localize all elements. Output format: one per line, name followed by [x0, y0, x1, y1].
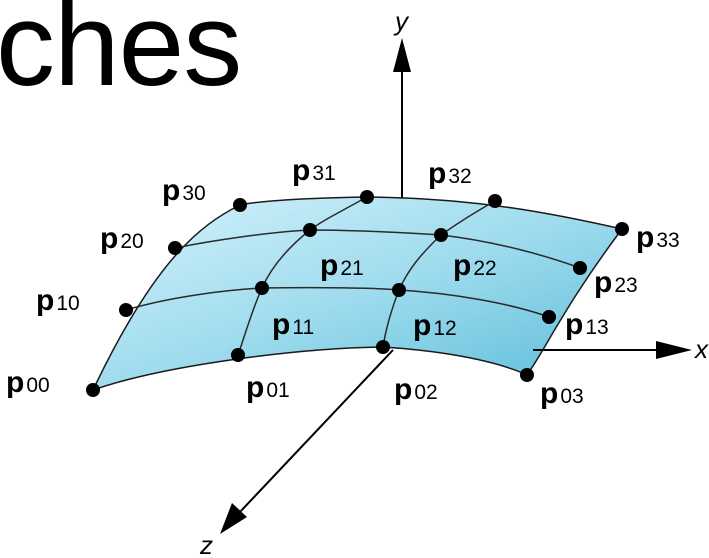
- surface-grid-line: [382, 200, 496, 348]
- control-point-label-20: p20: [100, 222, 144, 255]
- y-axis-label: y: [393, 6, 410, 36]
- control-point-label-33: p33: [636, 221, 680, 254]
- control-point-30: [233, 198, 247, 212]
- control-point-01: [231, 348, 245, 362]
- surface-grid-line: [237, 196, 368, 356]
- control-point-22: [434, 228, 448, 242]
- control-point-label-02: p02: [394, 373, 438, 406]
- control-point-21: [303, 223, 317, 237]
- bezier-surface: [91, 196, 624, 392]
- z-axis-label: z: [199, 530, 213, 558]
- control-point-03: [520, 368, 534, 382]
- control-point-33: [615, 222, 629, 236]
- control-point-32: [488, 194, 502, 208]
- x-axis-label: x: [693, 334, 709, 364]
- control-point-00: [86, 383, 100, 397]
- control-point-13: [542, 310, 556, 324]
- control-point-label-12: p12: [413, 309, 457, 342]
- control-point-label-01: p01: [246, 371, 290, 404]
- control-point-label-13: p13: [565, 308, 609, 341]
- control-point-label-31: p31: [292, 154, 336, 187]
- control-point-label-21: p21: [320, 249, 364, 282]
- control-point-label-23: p23: [594, 266, 638, 299]
- z-axis-line: [238, 349, 394, 514]
- control-point-02: [376, 340, 390, 354]
- control-point-labels: p00 p01 p02 p03 p10 p11 p12 p13 p20 p21 p22 p23 p30 p…: [6, 154, 680, 410]
- control-point-10: [119, 303, 133, 317]
- control-point-label-30: p30: [162, 174, 206, 207]
- control-point-20: [168, 241, 182, 255]
- control-point-11: [255, 281, 269, 295]
- control-point-label-32: p32: [428, 157, 472, 190]
- control-point-label-22: p22: [453, 249, 497, 282]
- z-axis-arrowhead: [220, 503, 247, 534]
- control-point-label-11: p11: [272, 308, 314, 341]
- surface-grid-line: [125, 286, 550, 318]
- slide-title: ches: [0, 0, 242, 111]
- control-point-label-10: p10: [36, 284, 80, 317]
- control-points: [86, 190, 629, 397]
- control-point-23: [573, 261, 587, 275]
- x-axis-arrowhead: [656, 341, 692, 359]
- control-point-12: [392, 283, 406, 297]
- y-axis-arrowhead: [393, 38, 411, 72]
- control-point-31: [360, 190, 374, 204]
- control-point-label-03: p03: [540, 377, 584, 410]
- surface-grid-line: [174, 229, 581, 269]
- control-point-label-00: p00: [6, 366, 50, 399]
